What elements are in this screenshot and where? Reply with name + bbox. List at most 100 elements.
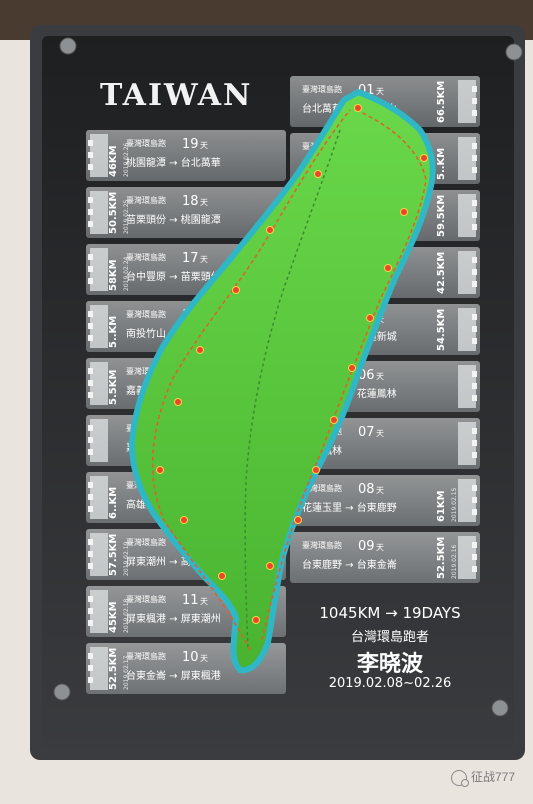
- day-tab-label: 臺灣環島跑: [126, 309, 166, 319]
- day-tab-spine: [90, 248, 108, 291]
- day-tab-suffix: 天: [376, 486, 384, 495]
- tab-notch: [472, 155, 477, 161]
- day-tab-km: 6..KM: [108, 487, 119, 519]
- day-tab-label: 臺灣環島跑: [126, 138, 166, 148]
- day-tab-suffix: 天: [200, 255, 208, 264]
- tab-notch: [472, 143, 477, 149]
- route-marker: [266, 562, 274, 570]
- route-marker: [196, 346, 204, 354]
- day-tab-label: 臺灣環島跑: [126, 195, 166, 205]
- route-marker: [384, 264, 392, 272]
- route-marker: [180, 516, 188, 524]
- day-tab-route: 花蓮玉里 → 台東鹿野: [302, 501, 397, 514]
- tab-notch: [88, 596, 93, 602]
- route-marker: [252, 616, 260, 624]
- day-tab-spine: [90, 134, 108, 177]
- running-route-west: [151, 109, 351, 651]
- tab-notch: [472, 281, 477, 287]
- route-marker: [366, 314, 374, 322]
- day-tab-km: 50.5KM: [108, 192, 119, 234]
- day-tab-km: 5..KM: [436, 148, 447, 180]
- screw-top-left: [59, 37, 77, 55]
- tab-notch: [472, 269, 477, 275]
- tab-notch: [88, 551, 93, 557]
- day-tab-km: 54.5KM: [436, 309, 447, 351]
- day-tab-suffix: 天: [376, 429, 384, 438]
- tab-notch: [472, 485, 477, 491]
- route-marker: [312, 466, 320, 474]
- tab-notch: [472, 314, 477, 320]
- tab-notch: [88, 197, 93, 203]
- tab-notch: [88, 311, 93, 317]
- day-tab-date: 2019.02.16: [451, 544, 458, 579]
- day-tab-number: 09: [358, 539, 375, 554]
- tab-notch: [88, 563, 93, 569]
- tab-notch: [88, 254, 93, 260]
- watermark: 征战777: [450, 768, 515, 787]
- day-tab-km: 5..KM: [108, 316, 119, 348]
- tab-notch: [472, 200, 477, 206]
- day-tab-body: [290, 532, 480, 583]
- day-tab-km: 45KM: [108, 601, 119, 633]
- day-tab-km: 46KM: [108, 145, 119, 177]
- day-tab-spine: [90, 419, 108, 462]
- day-tab-route: 屏東楓港 → 屏東潮州: [126, 612, 221, 625]
- day-tab-number: 10: [182, 650, 199, 665]
- tab-notch: [88, 665, 93, 671]
- tab-notch: [88, 539, 93, 545]
- day-tab-spine: [90, 647, 108, 690]
- day-tab-route: 台東金崙 → 屏東楓港: [126, 669, 221, 682]
- route-marker: [294, 516, 302, 524]
- wechat-icon: [450, 770, 469, 787]
- day-tab-spine: [458, 251, 476, 294]
- day-tab-km: 52.5KM: [108, 648, 119, 690]
- day-tab-label: 臺灣環島跑: [302, 540, 342, 550]
- day-tab-body: [86, 187, 286, 238]
- tab-notch: [472, 452, 477, 458]
- day-tab-number: 06: [358, 368, 375, 383]
- map-divider: [244, 129, 341, 651]
- day-tab-route: 台東鹿野 → 台東金崙: [302, 558, 397, 571]
- tab-notch: [88, 620, 93, 626]
- day-tab-date: 2019.02.24: [123, 256, 130, 291]
- tab-notch: [88, 368, 93, 374]
- day-tab-number: 19: [182, 137, 199, 152]
- tab-notch: [472, 212, 477, 218]
- day-tab-spine: [458, 308, 476, 351]
- tab-notch: [88, 425, 93, 431]
- tab-notch: [88, 152, 93, 158]
- event-dates: 2019.02.08~02.26: [328, 676, 452, 691]
- tab-notch: [88, 449, 93, 455]
- day-tab-spine: [458, 194, 476, 237]
- day-tab-spine: [90, 305, 108, 348]
- day-tab-body: [86, 130, 286, 181]
- tab-notch: [88, 221, 93, 227]
- route-marker: [330, 416, 338, 424]
- tab-notch: [472, 257, 477, 263]
- day-tab-spine: [90, 533, 108, 576]
- day-tab-date: 2019.02.26: [123, 142, 130, 177]
- day-tab-suffix: 天: [200, 654, 208, 663]
- route-marker: [400, 208, 408, 216]
- route-marker: [354, 104, 362, 112]
- day-tab-spine: [90, 191, 108, 234]
- day-tab-spine: [458, 137, 476, 180]
- runner-name: 李晓波: [356, 652, 423, 677]
- day-tab-label: 臺灣環島跑: [302, 84, 342, 94]
- tab-notch: [472, 167, 477, 173]
- route-marker: [156, 466, 164, 474]
- tab-notch: [88, 437, 93, 443]
- day-tab-date: 2019.02.15: [451, 487, 458, 522]
- tab-notch: [472, 110, 477, 116]
- tab-notch: [88, 335, 93, 341]
- tab-notch: [88, 164, 93, 170]
- day-tab-date: 2019.02.17: [123, 655, 130, 690]
- day-tab-date: 2019.02.25: [123, 199, 130, 234]
- day-tab-label: 臺灣環島跑: [126, 594, 166, 604]
- tab-notch: [88, 380, 93, 386]
- taiwan-map: [129, 89, 436, 674]
